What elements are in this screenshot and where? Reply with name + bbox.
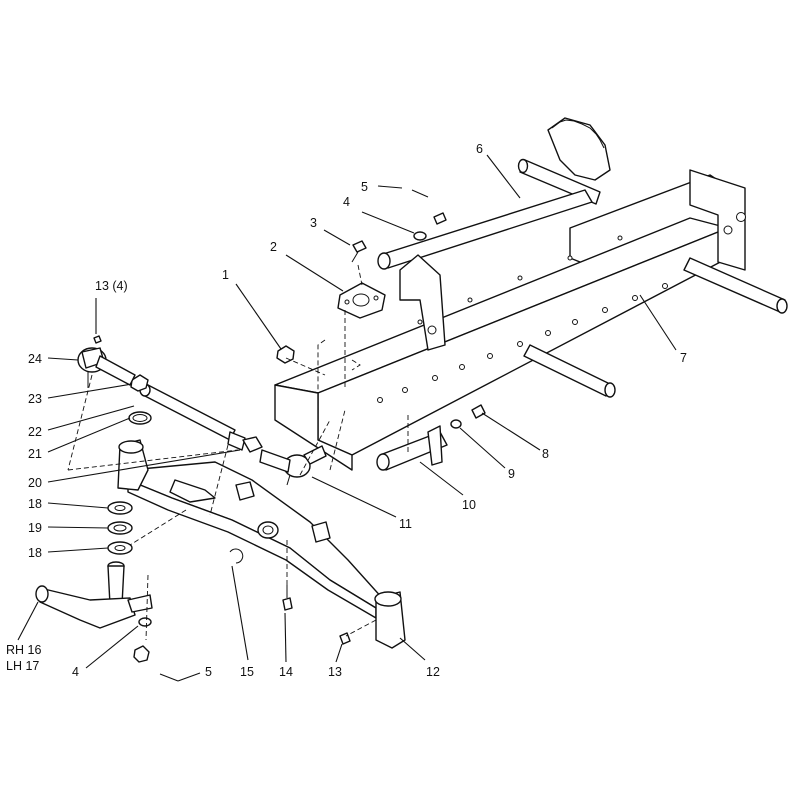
callout-23: 23 <box>28 392 42 406</box>
retaining-ring <box>229 548 244 564</box>
callout-18-upper: 18 <box>28 497 42 511</box>
callout-15: 15 <box>240 665 254 679</box>
callout-11: 11 <box>399 517 412 531</box>
callout-4-top: 4 <box>343 195 350 209</box>
callout-3: 3 <box>310 216 317 230</box>
callout-13-bottom: 13 <box>328 665 342 679</box>
callout-5-bottom: 5 <box>205 665 212 679</box>
callout-17-lh: LH 17 <box>6 659 39 673</box>
callout-14: 14 <box>279 665 293 679</box>
spindle <box>35 561 153 629</box>
callout-4-bottom: 4 <box>72 665 79 679</box>
spindle-washers <box>107 501 133 555</box>
callout-8: 8 <box>542 447 549 461</box>
assembly-lines <box>67 264 409 641</box>
lower-hardware <box>133 617 179 682</box>
callout-labels: 1 2 3 4 5 6 7 8 9 10 11 12 13 14 15 5 4 … <box>6 142 687 679</box>
callout-6: 6 <box>476 142 483 156</box>
leader-lines <box>17 154 677 682</box>
callout-16-rh: RH 16 <box>6 643 41 657</box>
grease-fitting <box>282 585 293 611</box>
nut <box>276 345 295 364</box>
callout-13-top: 13 (4) <box>95 279 128 293</box>
callout-18-lower: 18 <box>28 546 42 560</box>
pivot-bracket <box>399 254 446 351</box>
callout-20: 20 <box>28 476 42 490</box>
tie-rod-end-left <box>77 335 136 388</box>
axle-beam <box>117 439 406 649</box>
tie-rod <box>130 374 263 453</box>
pivot-rod <box>376 404 486 471</box>
callout-21: 21 <box>28 447 42 461</box>
callout-19: 19 <box>28 521 42 535</box>
top-hardware <box>351 189 447 263</box>
seal <box>128 411 152 425</box>
frame-assembly <box>274 169 788 471</box>
tie-rod-end-right <box>259 445 327 486</box>
grease-fitting-small <box>339 632 351 645</box>
callout-10: 10 <box>462 498 476 512</box>
callout-7: 7 <box>680 351 687 365</box>
callout-5-top: 5 <box>361 180 368 194</box>
callout-22: 22 <box>28 425 42 439</box>
steering-sector-gear <box>377 117 611 270</box>
callout-1: 1 <box>222 268 229 282</box>
callout-12: 12 <box>426 665 440 679</box>
callout-2: 2 <box>270 240 277 254</box>
callout-9: 9 <box>508 467 515 481</box>
callout-24: 24 <box>28 352 42 366</box>
